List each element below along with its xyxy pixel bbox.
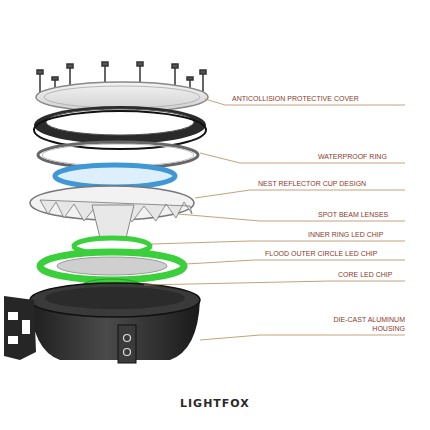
brand-logo: LIGHTFOX [180, 397, 250, 410]
part-label: NEST REFLECTOR CUP DESIGN [258, 179, 366, 188]
part-label: SPOT BEAM LENSES [318, 210, 388, 219]
part-label: FLOOD OUTER CIRCLE LED CHIP [265, 249, 377, 258]
part-label: DIE-CAST ALUMINUM HOUSING [331, 315, 405, 333]
part-label: CORE LED CHIP [338, 270, 392, 279]
part-label: INNER RING LED CHIP [308, 230, 383, 239]
part-label: ANTICOLLISION PROTECTIVE COVER [232, 94, 359, 103]
part-label: WATERPROOF RING [318, 152, 387, 161]
